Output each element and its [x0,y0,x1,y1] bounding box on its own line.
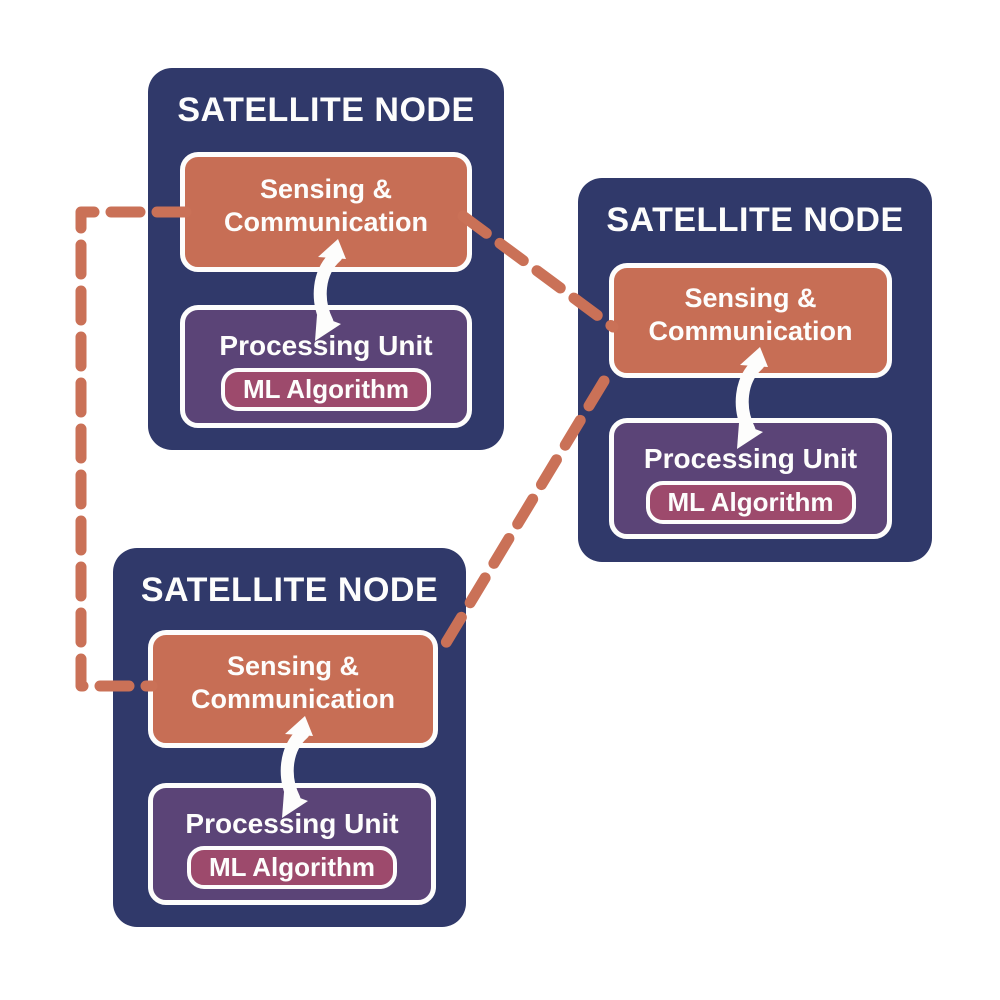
processing-unit-label: Processing Unit [643,443,858,474]
satellite-node-title: SATELLITE NODE [140,571,439,609]
sensing-label-line1: Sensing & [259,174,393,204]
ml-algorithm-box: ML Algorithm [645,481,856,524]
sensing-communication-box: Sensing & Communication [609,263,892,378]
processing-unit-label: Processing Unit [185,808,399,839]
satellite-node-title: SATELLITE NODE [177,91,475,129]
ml-algorithm-box: ML Algorithm [221,368,431,411]
satellite-node-2: SATELLITE NODE Sensing & Communication P… [578,178,932,562]
sensing-communication-box: Sensing & Communication [148,630,438,748]
satellite-node-title: SATELLITE NODE [606,201,904,239]
sensing-label-line1: Sensing & [226,651,360,681]
processing-unit-box: Processing Unit ML Algorithm [609,418,892,539]
sensing-label-line1: Sensing & [684,282,817,313]
ml-algorithm-box: ML Algorithm [187,846,397,889]
ml-algorithm-label: ML Algorithm [667,487,834,517]
sensing-label-line2: Communication [223,207,428,237]
sensing-label-line2: Communication [190,684,395,714]
ml-algorithm-label: ML Algorithm [242,374,410,404]
ml-algorithm-label: ML Algorithm [208,852,376,882]
sensing-label-line2: Communication [648,315,853,346]
sensing-communication-box: Sensing & Communication [180,152,472,272]
processing-unit-label: Processing Unit [219,330,433,361]
satellite-node-1: SATELLITE NODE Sensing & Communication P… [148,68,504,450]
processing-unit-box: Processing Unit ML Algorithm [148,783,436,905]
processing-unit-box: Processing Unit ML Algorithm [180,305,472,428]
satellite-node-3: SATELLITE NODE Sensing & Communication P… [113,548,466,927]
